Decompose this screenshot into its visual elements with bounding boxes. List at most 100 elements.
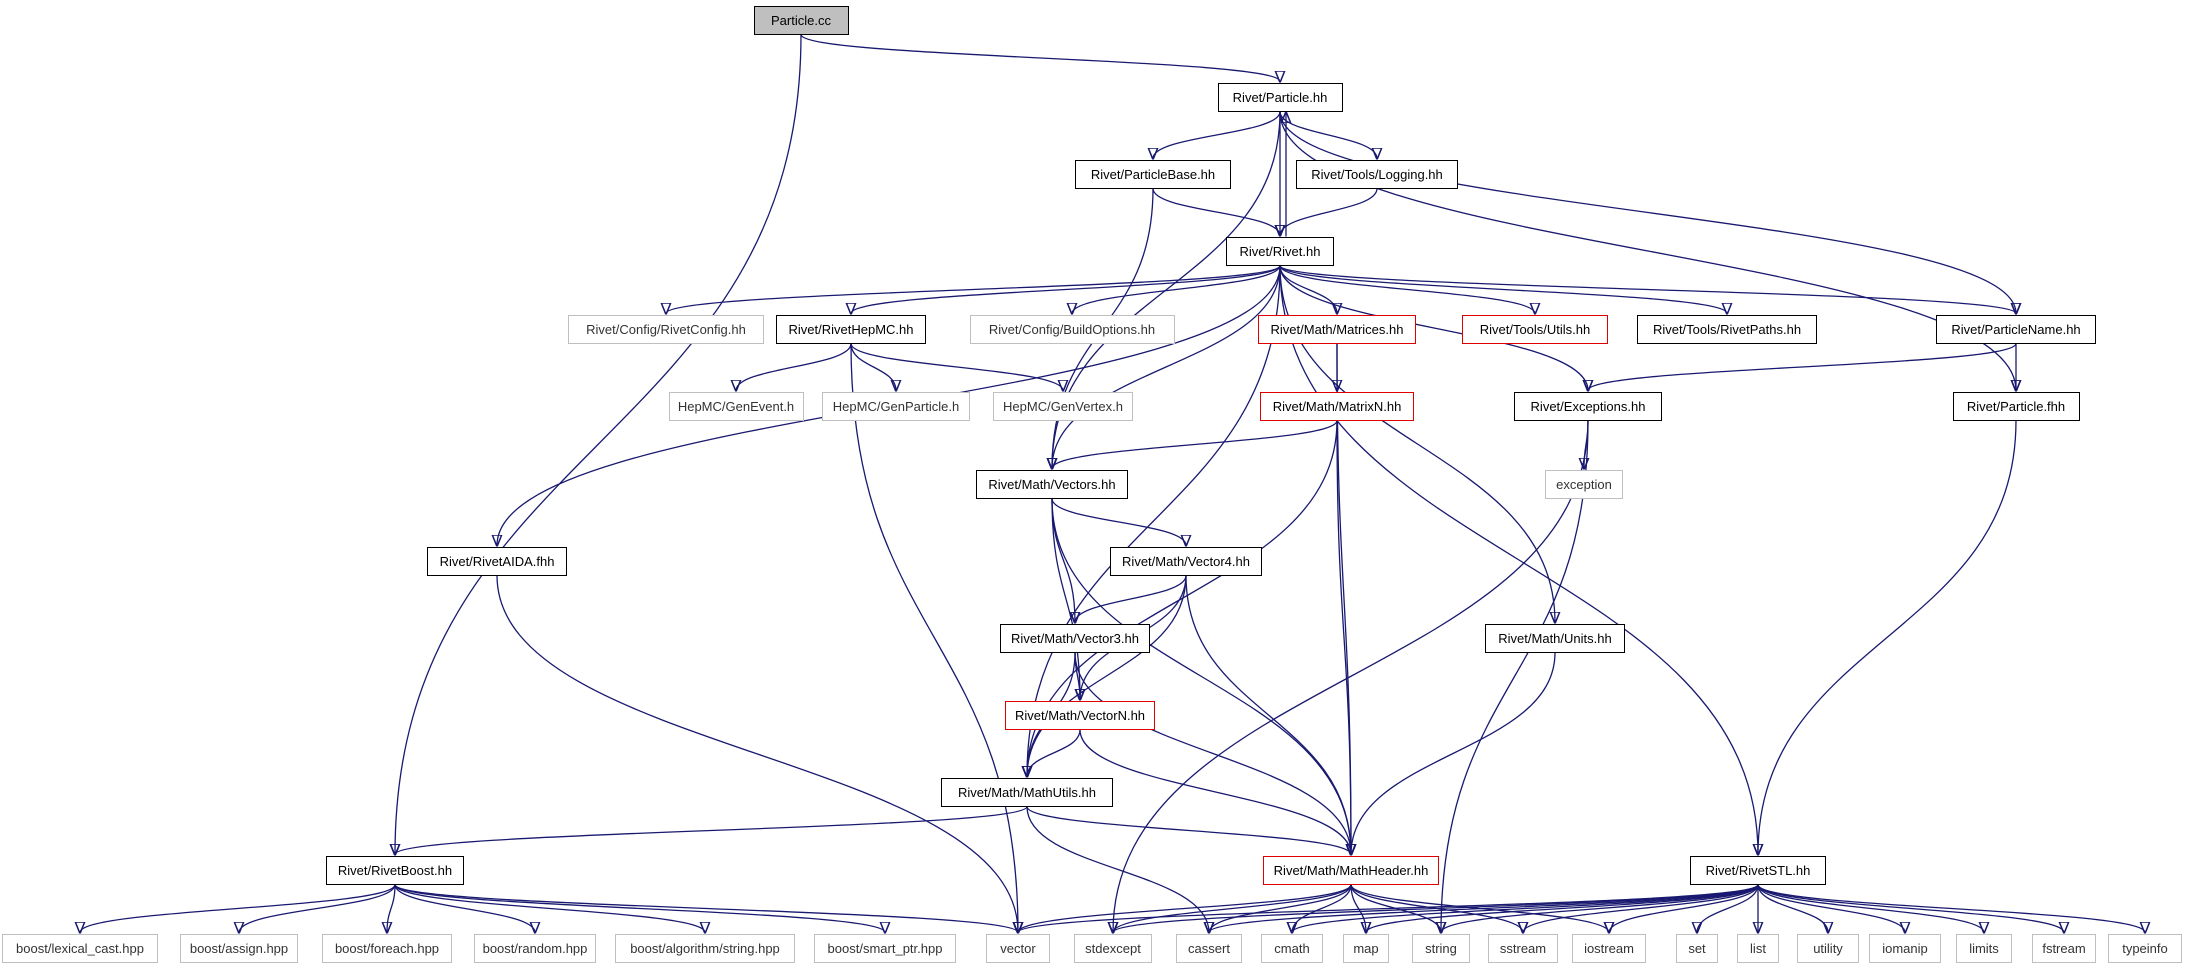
node-set: set: [1676, 933, 1718, 963]
node-rivet-tools-rivetpaths-hh[interactable]: Rivet/Tools/RivetPaths.hh: [1637, 314, 1817, 344]
node-rivet-rivetstl-hh[interactable]: Rivet/RivetSTL.hh: [1690, 855, 1826, 885]
node-hepmc-genparticle-h: HepMC/GenParticle.h: [822, 391, 970, 421]
edge-rivet-hh-to-rivethepmc-hh: [851, 264, 1281, 314]
node-rivet-tools-logging-hh[interactable]: Rivet/Tools/Logging.hh: [1296, 159, 1458, 189]
edge-rivetboost-hh-to-algorithm-string-hpp: [394, 884, 705, 933]
node-iostream: iostream: [1572, 933, 1646, 963]
node-rivet-particlebase-hh[interactable]: Rivet/ParticleBase.hh: [1075, 159, 1231, 189]
node-rivet-config-rivetconfig-hh: Rivet/Config/RivetConfig.hh: [568, 314, 764, 344]
node-rivet-particlename-hh[interactable]: Rivet/ParticleName.hh: [1936, 314, 2096, 344]
edge-vector4-hh-to-mathutils-hh: [1027, 575, 1187, 777]
edge-vectors-hh-to-mathheader-hh: [1051, 498, 1351, 855]
node-sstream: sstream: [1488, 933, 1558, 963]
edge-rivetstl-hh-to-typeinfo: [1757, 883, 2145, 933]
edge-particlebase-hh-to-rivet-hh: [1152, 188, 1280, 236]
edge-vector3-hh-to-mathheader-hh: [1074, 652, 1351, 855]
edge-logging-hh-to-rivet-hh: [1280, 188, 1378, 236]
node-boost-assign-hpp: boost/assign.hpp: [180, 933, 298, 963]
node-rivet-config-buildoptions-hh: Rivet/Config/BuildOptions.hh: [969, 314, 1175, 344]
edge-rivetboost-hh-to-smart-ptr-hpp: [394, 883, 885, 933]
node-rivet-particle-hh[interactable]: Rivet/Particle.hh: [1217, 82, 1343, 112]
edge-exceptions-hh-to-stdexcept: [1113, 420, 1589, 933]
node-iomanip: iomanip: [1869, 933, 1941, 963]
edge-rivetstl-hh-to-utility: [1757, 884, 1828, 933]
node-cassert: cassert: [1176, 933, 1242, 963]
node-rivet-math-vectorn-hh[interactable]: Rivet/Math/VectorN.hh: [1005, 700, 1155, 730]
node-fstream: fstream: [2032, 933, 2096, 963]
node-boost-algorithm-string-hpp: boost/algorithm/string.hpp: [615, 933, 795, 963]
edge-rivet-hh-to-rivetpaths-hh: [1279, 264, 1727, 314]
edge-particle-cc-to-particle-hh: [800, 33, 1280, 82]
node-typeinfo: typeinfo: [2108, 933, 2182, 963]
node-rivet-math-mathutils-hh[interactable]: Rivet/Math/MathUtils.hh: [941, 777, 1113, 807]
edge-rivetstl-hh-to-cassert: [1209, 883, 1759, 933]
edge-rivetstl-hh-to-iomanip: [1757, 884, 1905, 933]
edge-rivethepmc-hh-to-vector: [850, 343, 1018, 933]
edge-rivetstl-hh-to-limits: [1757, 884, 1984, 933]
edge-particle-fhh-to-rivetstl-hh: [1758, 420, 2017, 855]
node-rivet-math-mathheader-hh[interactable]: Rivet/Math/MathHeader.hh: [1263, 855, 1439, 885]
edge-rivet-hh-to-vectors-hh: [1052, 265, 1281, 469]
node-rivet-math-vector4-hh[interactable]: Rivet/Math/Vector4.hh: [1110, 546, 1262, 576]
node-rivet-rivethepmc-hh[interactable]: Rivet/RivetHepMC.hh: [776, 314, 926, 344]
node-rivet-particle-fhh[interactable]: Rivet/Particle.fhh: [1952, 391, 2080, 421]
edge-mathutils-hh-to-mathheader-hh: [1026, 806, 1351, 855]
edge-rivetstl-hh-to-string: [1441, 884, 1759, 933]
node-rivet-rivetaida-fhh[interactable]: Rivet/RivetAIDA.fhh: [427, 546, 567, 576]
node-rivet-math-vectors-hh[interactable]: Rivet/Math/Vectors.hh: [976, 469, 1128, 499]
edge-units-hh-to-mathheader-hh: [1351, 652, 1556, 855]
edge-particle-hh-to-particlebase-hh: [1153, 111, 1281, 159]
node-hepmc-genevent-h: HepMC/GenEvent.h: [668, 391, 804, 421]
node-rivet-math-matrices-hh[interactable]: Rivet/Math/Matrices.hh: [1258, 314, 1416, 344]
node-stdexcept: stdexcept: [1074, 933, 1152, 963]
edge-rivethepmc-hh-to-genvertex-h: [850, 343, 1063, 391]
edge-mathutils-hh-to-cassert: [1026, 806, 1209, 933]
edge-rivet-hh-to-particlename-hh: [1279, 264, 2016, 314]
edge-matrixn-hh-to-vectors-hh: [1052, 420, 1338, 469]
edge-rivetstl-hh-to-iostream: [1609, 884, 1759, 933]
node-particle-cc[interactable]: Particle.cc: [753, 5, 849, 35]
node-cmath: cmath: [1261, 933, 1323, 963]
node-exception: exception: [1545, 469, 1623, 499]
edge-rivetstl-hh-to-stdexcept: [1113, 883, 1759, 933]
node-hepmc-genvertex-h: HepMC/GenVertex.h: [993, 391, 1133, 421]
node-boost-lexical-cast-hpp: boost/lexical_cast.hpp: [2, 933, 158, 963]
edge-mathheader-hh-to-vector: [1018, 884, 1352, 933]
edge-vectorn-hh-to-mathheader-hh: [1079, 729, 1351, 855]
edge-rivetstl-hh-to-cmath: [1292, 883, 1759, 933]
edge-rivetboost-hh-to-assign-hpp: [239, 884, 396, 933]
node-rivet-math-matrixn-hh[interactable]: Rivet/Math/MatrixN.hh: [1260, 391, 1414, 421]
edge-rivet-hh-to-utils-hh: [1279, 265, 1535, 314]
edge-vectorn-hh-to-mathutils-hh: [1027, 729, 1081, 777]
edge-rivetboost-hh-to-vector: [394, 883, 1018, 933]
edge-rivet-hh-to-mathutils-hh: [1027, 265, 1281, 777]
edge-rivetstl-hh-to-vector: [1018, 883, 1759, 933]
node-boost-random-hpp: boost/random.hpp: [474, 933, 596, 963]
node-rivet-exceptions-hh[interactable]: Rivet/Exceptions.hh: [1514, 391, 1662, 421]
edge-matrixn-hh-to-mathheader-hh: [1336, 420, 1351, 855]
node-rivet-rivetboost-hh[interactable]: Rivet/RivetBoost.hh: [326, 855, 464, 885]
node-list: list: [1737, 933, 1779, 963]
edge-mathheader-hh-to-stdexcept: [1113, 884, 1352, 933]
edge-rivetaida-fhh-to-vector: [496, 575, 1018, 933]
edge-rivetboost-hh-to-lexical-cast-hpp: [80, 884, 396, 933]
edge-particle-hh-to-particle-fhh: [1279, 111, 2016, 391]
edge-particle-hh-to-particlename-hh: [1279, 111, 2016, 314]
edge-rivet-hh-to-exceptions-hh: [1279, 265, 1588, 391]
edge-rivetstl-hh-to-map: [1366, 883, 1759, 933]
edge-rivet-hh-to-buildoptions-hh: [1072, 265, 1281, 314]
node-map: map: [1343, 933, 1389, 963]
edge-rivethepmc-hh-to-genparticle-h: [850, 343, 896, 391]
edge-vector4-hh-to-vector3-hh: [1075, 575, 1187, 623]
node-rivet-math-units-hh[interactable]: Rivet/Math/Units.hh: [1485, 623, 1625, 653]
edge-rivet-hh-to-rivetconfig-hh: [666, 264, 1281, 314]
edge-rivetboost-hh-to-random-hpp: [394, 884, 535, 933]
edge-vectors-hh-to-vector4-hh: [1051, 498, 1186, 546]
edge-vectors-hh-to-vector3-hh: [1051, 498, 1075, 623]
node-limits: limits: [1956, 933, 2012, 963]
edge-rivet-hh-to-rivetstl-hh: [1279, 265, 1758, 855]
node-rivet-math-vector3-hh[interactable]: Rivet/Math/Vector3.hh: [1000, 623, 1150, 653]
node-rivet-tools-utils-hh[interactable]: Rivet/Tools/Utils.hh: [1462, 314, 1608, 344]
node-rivet-rivet-hh[interactable]: Rivet/Rivet.hh: [1226, 236, 1334, 266]
